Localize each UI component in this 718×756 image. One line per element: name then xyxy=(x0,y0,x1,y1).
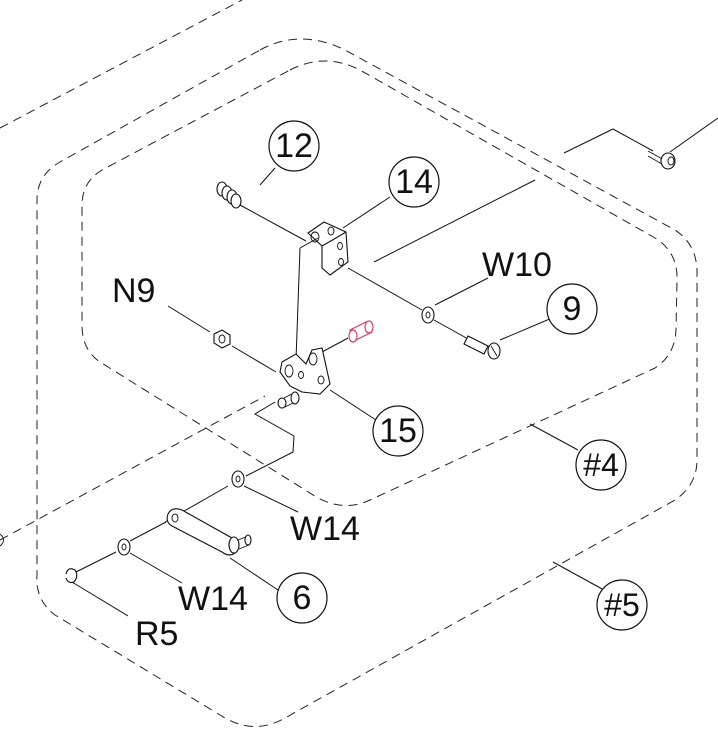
leader-W14-upper xyxy=(243,485,299,513)
bracket-part-14 xyxy=(307,221,349,276)
callout-bubble-6 xyxy=(276,572,328,624)
leader-9 xyxy=(499,317,553,341)
label-N9: N9 xyxy=(112,272,155,310)
leader-W10 xyxy=(434,277,489,306)
top-right-screw xyxy=(647,150,676,170)
leader-14 xyxy=(342,196,391,229)
leader-15 xyxy=(329,389,377,421)
top-left-dashed-line xyxy=(0,0,243,129)
washer-W14-lower xyxy=(117,538,131,556)
axis-line-lower xyxy=(75,521,167,573)
callout-bubble-assembly-4 xyxy=(575,439,627,491)
leader-12-bubble xyxy=(259,167,276,186)
shaft-line-b xyxy=(299,237,319,249)
leader-N9 xyxy=(167,305,211,333)
assembly-4-boundary xyxy=(81,60,678,506)
label-12: 12 xyxy=(275,127,313,165)
top-right-routing-line xyxy=(373,117,718,263)
axis-line-spacer xyxy=(321,337,349,353)
axis-line-9 xyxy=(347,267,471,341)
nut-N9 xyxy=(213,329,231,349)
leader-assembly-5 xyxy=(552,561,605,591)
washer-W14-upper xyxy=(231,470,245,488)
label-assembly-4: #4 xyxy=(583,447,619,483)
washer-W10 xyxy=(421,306,435,324)
label-W14-lower: W14 xyxy=(178,580,248,618)
spring-part-12 xyxy=(216,181,242,209)
label-9: 9 xyxy=(563,290,582,328)
retaining-ring-R5 xyxy=(65,568,78,584)
leader-W14-lower xyxy=(129,552,183,584)
axis-line-N9 xyxy=(231,345,277,373)
label-14: 14 xyxy=(395,163,433,201)
label-R5: R5 xyxy=(135,615,178,653)
callout-bubble-14 xyxy=(388,156,440,208)
screw-part-9 xyxy=(463,335,501,360)
leader-12 xyxy=(239,204,307,242)
spacer-accent xyxy=(348,320,374,343)
shaft-line xyxy=(295,247,301,361)
leader-6 xyxy=(229,557,279,591)
lower-routing-line xyxy=(164,401,295,523)
plate-part-15 xyxy=(279,347,331,395)
callout-bubble-9 xyxy=(546,283,598,335)
left-dashed-line-end xyxy=(0,533,4,547)
label-W14-upper: W14 xyxy=(290,510,360,548)
label-15: 15 xyxy=(379,412,417,450)
leader-R5 xyxy=(71,581,129,617)
label-6: 6 xyxy=(293,579,312,617)
label-assembly-5: #5 xyxy=(604,587,640,623)
callout-bubble-assembly-5 xyxy=(596,579,648,631)
link-arm-part-6 xyxy=(166,508,252,556)
plate-pin xyxy=(277,391,300,409)
callout-bubble-12 xyxy=(268,120,320,172)
left-dashed-line xyxy=(0,395,266,541)
label-W10: W10 xyxy=(482,246,552,284)
leader-assembly-4 xyxy=(529,423,579,451)
callout-bubble-15 xyxy=(372,405,424,457)
